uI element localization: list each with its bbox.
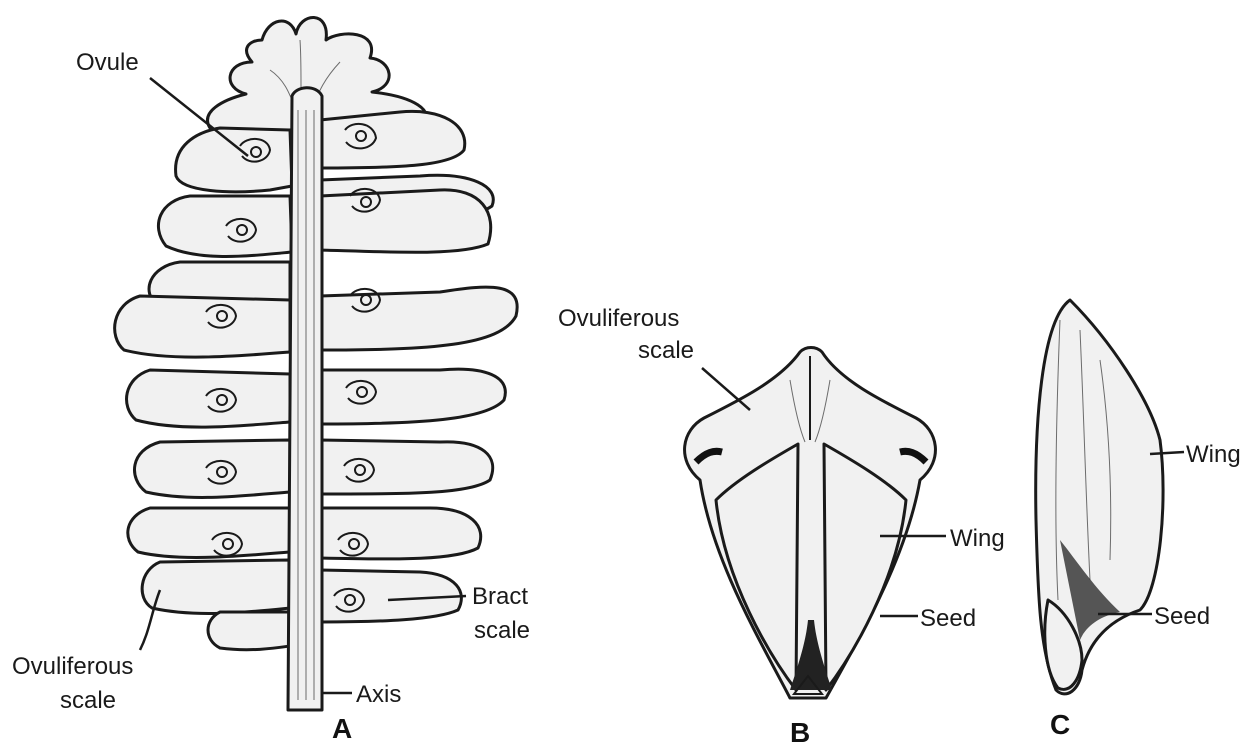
panel-letter-a: A: [332, 713, 352, 744]
label-ovuliferous-scale-b: scale: [638, 337, 694, 364]
panel-letter-c: C: [1050, 709, 1070, 740]
label-ovule: Ovule: [76, 49, 139, 76]
label-seed-c: Seed: [1154, 603, 1210, 630]
panel-c-winged-seed: Wing Seed C: [1036, 300, 1241, 740]
label-axis: Axis: [356, 681, 401, 708]
left-scales: [115, 128, 292, 650]
panel-a-cone-section: Ovule Bract scale Ovuliferous scale Axis…: [12, 17, 530, 744]
label-seed-b: Seed: [920, 605, 976, 632]
label-ovuliferous-a: Ovuliferous: [12, 653, 133, 680]
label-wing-c: Wing: [1186, 441, 1241, 468]
label-wing-b: Wing: [950, 525, 1005, 552]
label-bract-scale: scale: [474, 617, 530, 644]
cone-axis: [288, 88, 322, 710]
label-ovuliferous-b: Ovuliferous: [558, 305, 679, 332]
panel-letter-b: B: [790, 717, 810, 747]
label-ovuliferous-scale-a: scale: [60, 687, 116, 714]
ovuliferous-scale-leader-b: [702, 368, 750, 410]
label-bract: Bract: [472, 583, 528, 610]
panel-b-scale-with-seeds: Ovuliferous scale Wing Seed B: [558, 305, 1005, 747]
